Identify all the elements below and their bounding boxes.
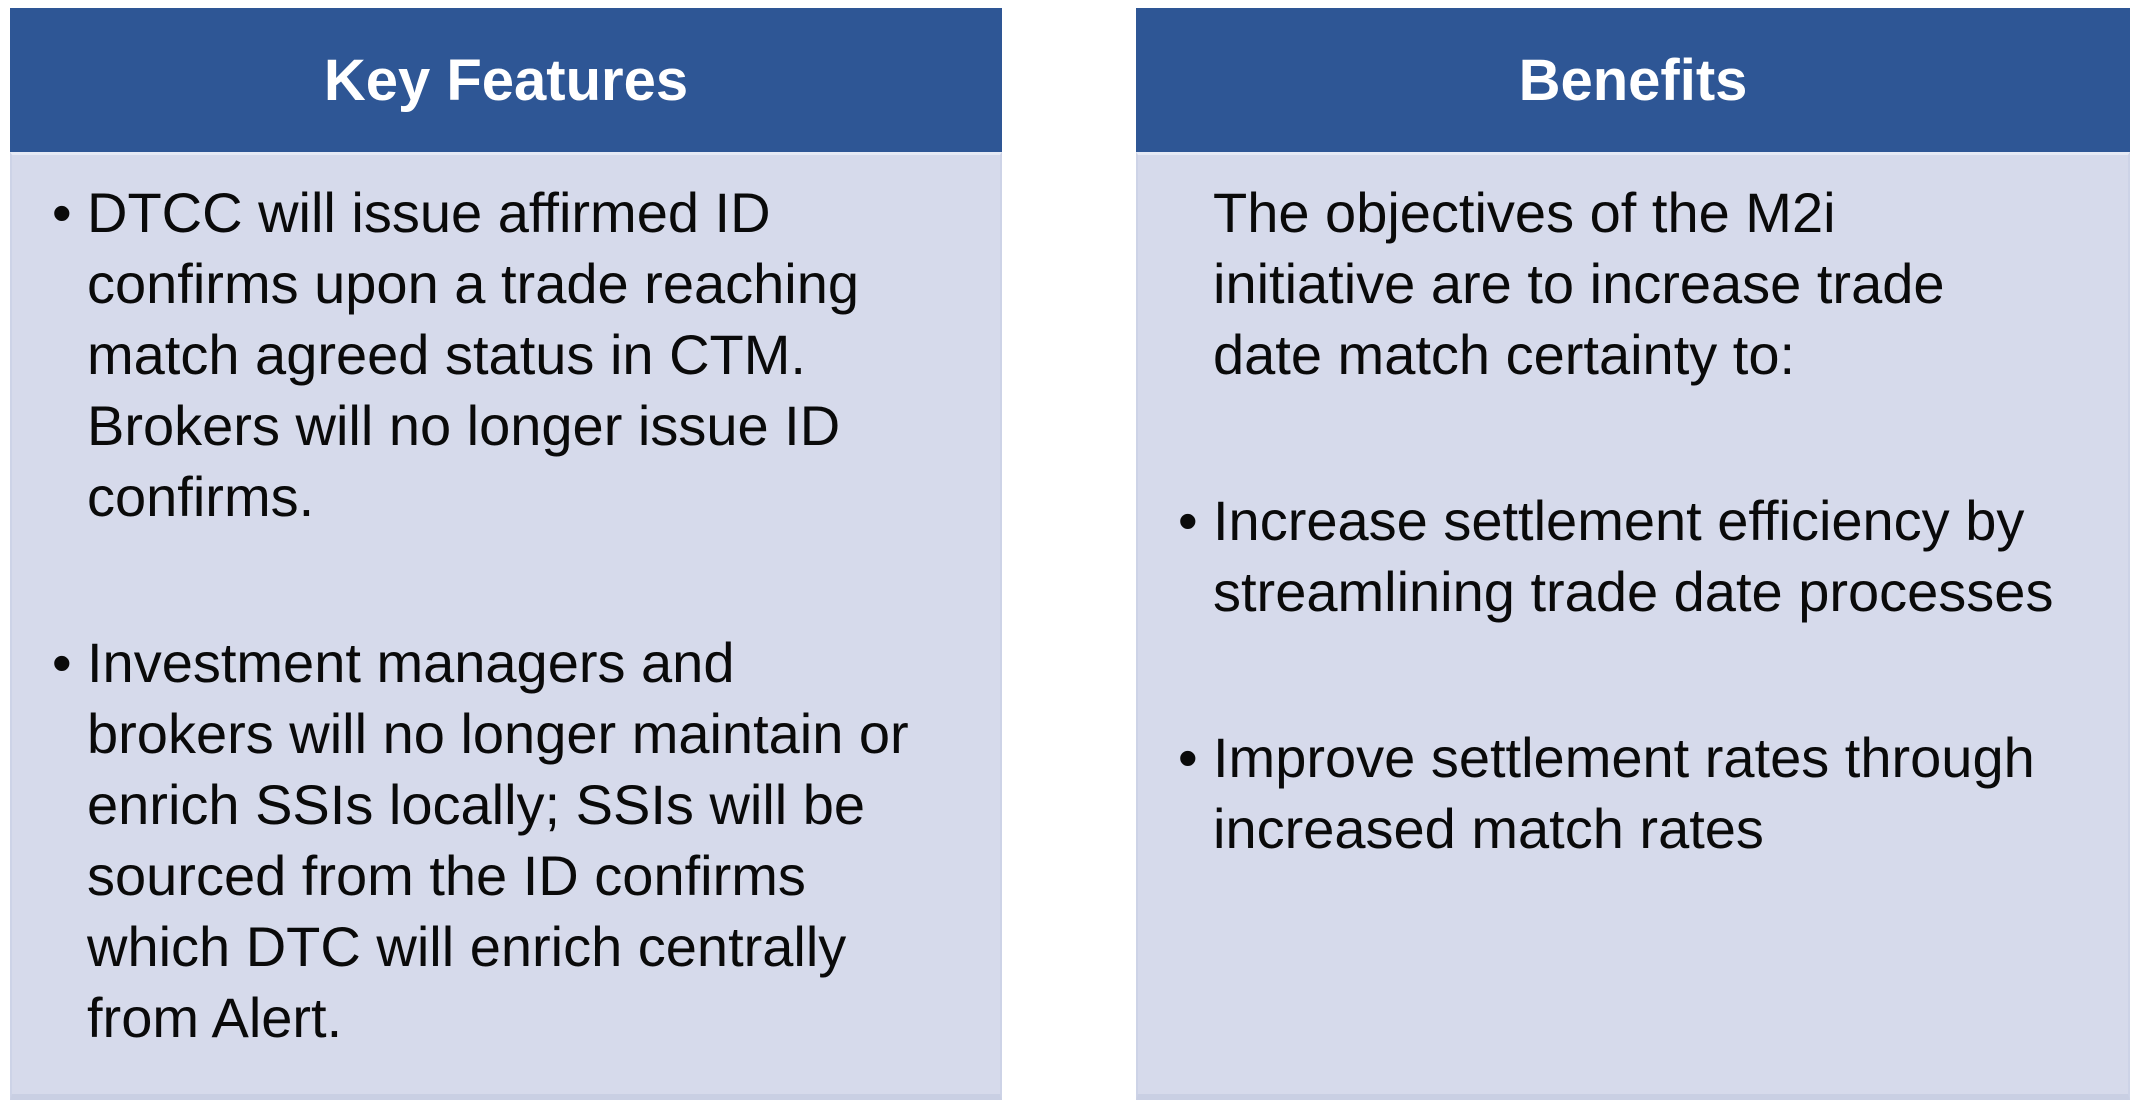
bullet-text: Improve settlement rates through increas… bbox=[1213, 722, 2110, 864]
text-line: The objectives of the M2i bbox=[1213, 181, 1836, 244]
text-line: streamlining trade date processes bbox=[1213, 560, 2054, 623]
text-line: from Alert. bbox=[87, 986, 343, 1049]
bullet-item: • Improve settlement rates through incre… bbox=[1178, 722, 2110, 864]
bullet-text: Increase settlement efficiency by stream… bbox=[1213, 485, 2110, 627]
text-line: Investment managers and bbox=[87, 631, 735, 694]
text-line: sourced from the ID confirms bbox=[87, 844, 806, 907]
text-line: Improve settlement rates through bbox=[1213, 726, 2035, 789]
key-features-body: • DTCC will issue affirmed ID confirms u… bbox=[10, 152, 1002, 1100]
bullet-icon: • bbox=[52, 181, 72, 244]
text-line: enrich SSIs locally; SSIs will be bbox=[87, 773, 866, 836]
text-line: initiative are to increase trade bbox=[1213, 252, 1945, 315]
bullet-icon: • bbox=[1178, 489, 1198, 552]
text-line: increased match rates bbox=[1213, 797, 1764, 860]
bullet-icon: • bbox=[1178, 726, 1198, 789]
intro-text: The objectives of the M2i initiative are… bbox=[1213, 177, 2110, 390]
benefits-panel: Benefits • The objectives of the M2i ini… bbox=[1136, 8, 2130, 1100]
text-line: Increase settlement efficiency by bbox=[1213, 489, 2025, 552]
benefits-title: Benefits bbox=[1518, 47, 1748, 113]
key-features-header: Key Features bbox=[10, 8, 1002, 152]
bullet-icon: • bbox=[52, 631, 72, 694]
bullet-text: DTCC will issue affirmed ID confirms upo… bbox=[87, 177, 982, 532]
text-line: match agreed status in CTM. bbox=[87, 323, 806, 386]
text-line: which DTC will enrich centrally bbox=[87, 915, 847, 978]
intro-paragraph: • The objectives of the M2i initiative a… bbox=[1178, 177, 2110, 390]
text-line: confirms upon a trade reaching bbox=[87, 252, 859, 315]
text-line: date match certainty to: bbox=[1213, 323, 1796, 386]
key-features-panel: Key Features • DTCC will issue affirmed … bbox=[10, 8, 1002, 1100]
text-line: DTCC will issue affirmed ID bbox=[87, 181, 771, 244]
bullet-text: Investment managers and brokers will no … bbox=[87, 627, 982, 1053]
text-line: Brokers will no longer issue ID bbox=[87, 394, 841, 457]
text-line: brokers will no longer maintain or bbox=[87, 702, 909, 765]
benefits-body: • The objectives of the M2i initiative a… bbox=[1136, 152, 2130, 1100]
text-line: confirms. bbox=[87, 465, 315, 528]
bullet-item: • DTCC will issue affirmed ID confirms u… bbox=[52, 177, 982, 532]
bullet-item: • Increase settlement efficiency by stre… bbox=[1178, 485, 2110, 627]
key-features-title: Key Features bbox=[323, 47, 689, 113]
bullet-item: • Investment managers and brokers will n… bbox=[52, 627, 982, 1053]
benefits-header: Benefits bbox=[1136, 8, 2130, 152]
